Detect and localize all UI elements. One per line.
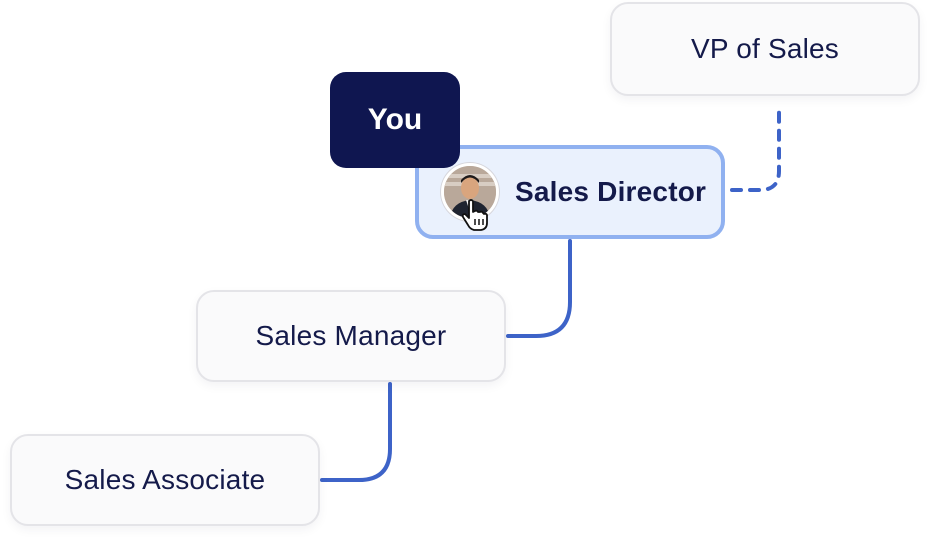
node-sales-associate[interactable]: Sales Associate	[10, 434, 320, 526]
node-sales-manager[interactable]: Sales Manager	[196, 290, 506, 382]
node-vp-of-sales[interactable]: VP of Sales	[610, 2, 920, 96]
you-label: You	[367, 103, 423, 136]
node-label: Sales Director	[515, 176, 707, 207]
node-label: VP of Sales	[691, 33, 839, 64]
node-label: Sales Manager	[255, 320, 447, 351]
node-label: Sales Associate	[64, 464, 266, 495]
connector-director-to-manager	[506, 239, 572, 338]
hand-pointer-cursor-icon	[461, 199, 488, 231]
dashed-connector-director-to-vp	[730, 102, 781, 192]
you-badge: You	[330, 72, 460, 168]
connector-manager-to-associate	[320, 382, 392, 482]
